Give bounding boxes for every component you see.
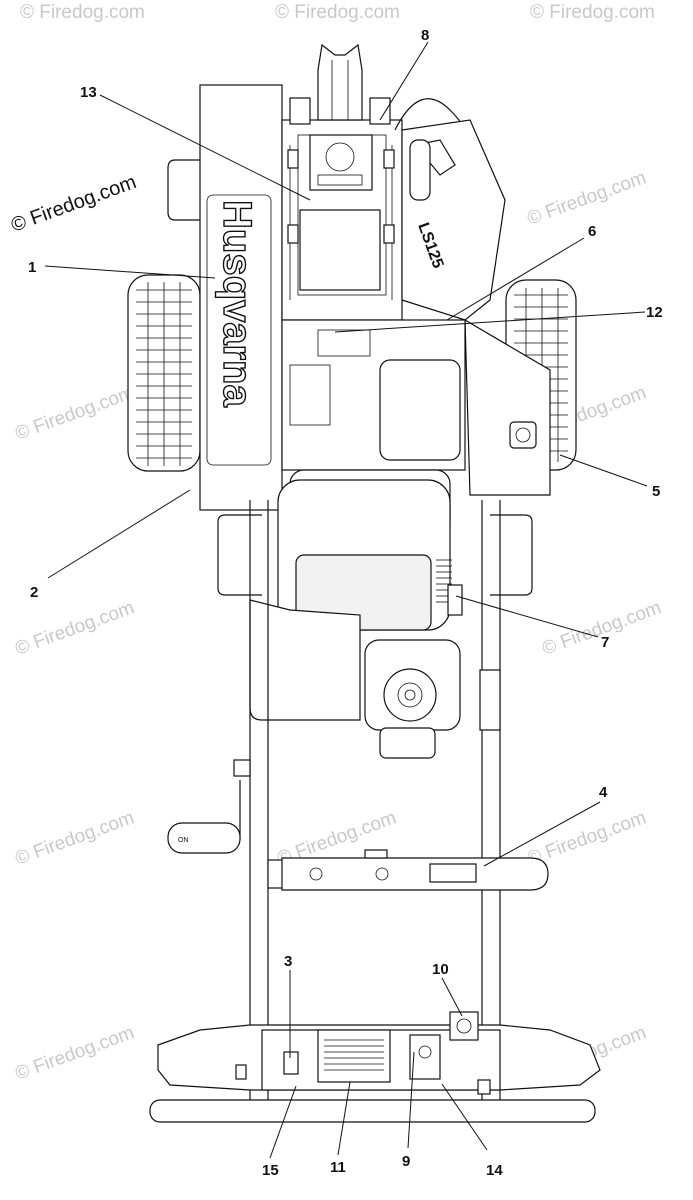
base-plate <box>149 1011 601 1123</box>
callout-1: 1 <box>28 259 36 276</box>
callout-2: 2 <box>30 584 38 601</box>
watermark-text: © Firedog.com <box>530 2 655 23</box>
watermark-text: © Firedog.com <box>275 2 400 23</box>
watermark-text: © Firedog.com <box>13 807 138 869</box>
callout-10: 10 <box>432 961 449 978</box>
firedog-watermark: © Firedog.com <box>8 171 139 237</box>
watermark-text: © Firedog.com <box>13 1022 138 1084</box>
callout-11: 11 <box>330 1159 346 1176</box>
control-handle: ON <box>167 759 251 854</box>
engine <box>277 319 466 631</box>
watermark-text: © Firedog.com <box>20 2 145 23</box>
callout-5: 5 <box>652 483 660 500</box>
callout-6: 6 <box>588 223 596 240</box>
callout-12: 12 <box>646 304 663 321</box>
right-engine-guard <box>490 514 533 596</box>
leader-lines <box>44 41 648 1159</box>
fuel-tank <box>249 599 361 721</box>
watermark-text: © Firedog.com <box>13 597 138 659</box>
left-fender-panel: Husqvarna <box>199 84 283 511</box>
handle-decal: ON <box>178 837 189 844</box>
watermark-text: © Firedog.com <box>13 382 138 444</box>
callout-9: 9 <box>402 1153 410 1170</box>
left-engine-guard <box>217 514 262 596</box>
callout-13: 13 <box>80 84 97 101</box>
callout-4: 4 <box>599 784 608 801</box>
tow-bar <box>281 849 549 891</box>
splitter-beam <box>281 119 403 321</box>
callout-15: 15 <box>262 1162 279 1179</box>
callout-7: 7 <box>601 634 609 651</box>
callout-labels: 1 2 3 4 5 6 7 8 9 10 11 12 13 14 15 <box>28 27 663 1179</box>
right-fender-plate <box>464 318 551 496</box>
brand-logo: Husqvarna <box>215 200 259 407</box>
hydraulic-pump <box>364 639 461 759</box>
watermark-text: © Firedog.com <box>525 807 650 869</box>
watermark-text: © Firedog.com <box>525 167 650 229</box>
callout-14: 14 <box>486 1162 503 1179</box>
left-wheel <box>127 274 201 472</box>
callout-8: 8 <box>421 27 429 44</box>
callout-3: 3 <box>284 953 292 970</box>
right-deflector: LS125 <box>401 119 506 321</box>
wedge <box>289 43 391 125</box>
left-handle <box>167 159 200 221</box>
